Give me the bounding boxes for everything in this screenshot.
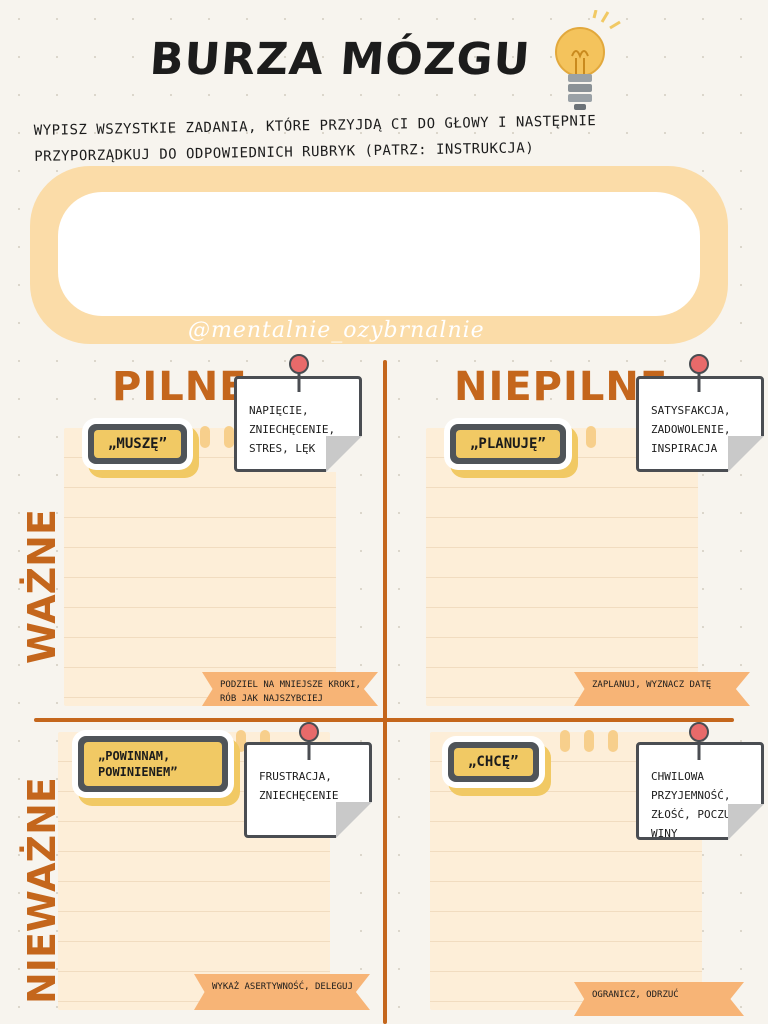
quadrant-paper-q2[interactable] — [426, 428, 698, 706]
note-text: FRUSTRACJA, ZNIECHĘCENIE — [259, 770, 339, 802]
badge-label: „MUSZĘ” — [94, 430, 182, 458]
ribbon-text: WYKAŻ ASERTYWNOŚĆ, DELEGUJ — [212, 982, 353, 992]
ribbon-q3: WYKAŻ ASERTYWNOŚĆ, DELEGUJ — [194, 974, 370, 1010]
badge-label: „CHCĘ” — [454, 748, 533, 776]
badge-q2: „PLANUJĘ” — [450, 424, 566, 464]
pushpin-icon — [689, 722, 709, 760]
note-q3: FRUSTRACJA, ZNIECHĘCENIE — [244, 742, 372, 838]
instruction-text: WYPISZ WSZYSTKIE ZADANIA, KTÓRE PRZYJDĄ … — [33, 113, 597, 165]
ribbon-text: OGRANICZ, ODRZUĆ — [592, 990, 679, 1000]
badge-label: „PLANUJĘ” — [456, 430, 560, 458]
paper-tabs — [236, 730, 270, 752]
author-handle: @mentalnie_ozybrnalnie — [188, 318, 485, 343]
ribbon-text: PODZIEL NA MNIEJSZE KROKI, RÓB JAK NAJSZ… — [220, 680, 361, 704]
pushpin-icon — [689, 354, 709, 392]
ribbon-q1: PODZIEL NA MNIEJSZE KROKI, RÓB JAK NAJSZ… — [202, 672, 378, 706]
note-q2: SATYSFAKCJA, ZADOWOLENIE, INSPIRACJA — [636, 376, 764, 472]
ribbon-text: ZAPLANUJ, WYZNACZ DATĘ — [592, 680, 712, 690]
note-text: NAPIĘCIE, ZNIECHĘCENIE, STRES, LĘK — [249, 404, 336, 455]
horizontal-axis — [34, 718, 734, 722]
not-urgent-label: NIEPILNE — [454, 364, 669, 410]
badge-q1: „MUSZĘ” — [88, 424, 188, 464]
badge-q3: „POWINNAM, POWINIENEM” — [78, 736, 228, 792]
important-label: WAŻNE — [20, 509, 64, 664]
note-text: SATYSFAKCJA, ZADOWOLENIE, INSPIRACJA — [651, 404, 731, 455]
quadrant-paper-q1[interactable] — [64, 428, 336, 706]
note-text: CHWILOWA PRZYJEMNOŚĆ, ZŁOŚĆ, POCZUCIE WI… — [651, 770, 751, 840]
badge-q4: „CHCĘ” — [448, 742, 539, 782]
vertical-axis — [383, 360, 387, 1024]
ribbon-q2: ZAPLANUJ, WYZNACZ DATĘ — [574, 672, 750, 706]
ribbon-q4: OGRANICZ, ODRZUĆ — [574, 982, 744, 1016]
paper-tabs — [560, 730, 618, 752]
pushpin-icon — [289, 354, 309, 392]
page-title: BURZA MÓZGU — [148, 34, 533, 85]
paper-tabs — [200, 426, 234, 448]
paper-tabs — [562, 426, 596, 448]
note-q1: NAPIĘCIE, ZNIECHĘCENIE, STRES, LĘK — [234, 376, 362, 472]
brainstorm-input-area[interactable] — [58, 192, 700, 316]
lightbulb-icon — [555, 10, 621, 110]
badge-label: „POWINNAM, POWINIENEM” — [84, 742, 222, 786]
pushpin-icon — [299, 722, 319, 760]
urgent-label: PILNE — [112, 364, 248, 410]
